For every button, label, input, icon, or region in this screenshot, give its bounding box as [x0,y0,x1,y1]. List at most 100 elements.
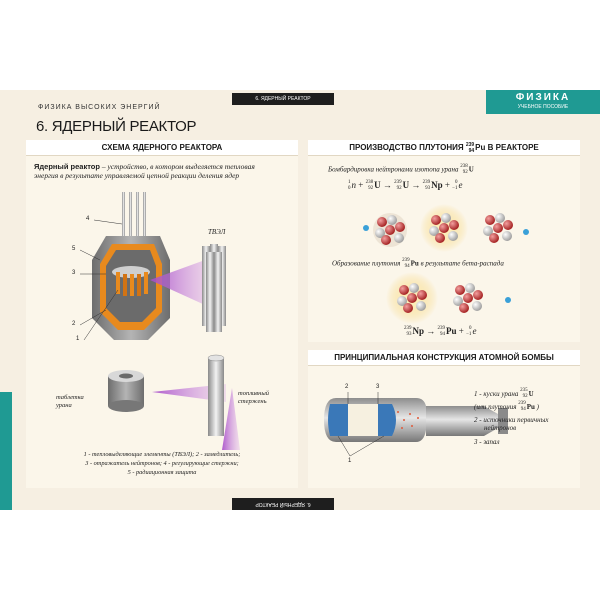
nucleus-np239-decay [397,283,427,313]
label-1: 1 [76,336,80,342]
nuclide-mass: 235 [520,388,528,394]
nuclide-symbol: Np [431,180,443,191]
zoom-beam-tvel [150,256,216,310]
reactor-heading: СХЕМА ЯДЕРНОГО РЕАКТОРА [26,140,298,156]
reactor-legend-1: 1 - тепловыделяющие элементы (ТВЭЛ); 2 -… [83,451,241,458]
bomb-heading: ПРИНЦИПИАЛЬНАЯ КОНСТРУКЦИЯ АТОМНОЙ БОМБЫ [308,350,580,366]
nuclide-z: 94 [404,264,410,269]
nuclear-reaction-illustration [363,204,529,324]
nuclide-mass: 239 [394,180,402,185]
series-title: ФИЗИКА ВЫСОКИХ ЭНЕРГИЙ [38,104,161,111]
uranium-pellet [108,370,144,412]
nuclide-symbol: U [402,180,410,191]
neutron-source-gap [348,404,378,436]
nuclide-z: −1 [466,332,472,337]
nuclide-z: 92 [396,186,402,191]
neutron-source-dots [397,411,419,429]
nuclide-z: 92 [462,170,468,175]
nuclide-z: 92 [522,394,528,400]
bomb-barrel [426,406,498,436]
nuclide-mass: 0 [455,180,458,185]
bomb-legend-1b-end: ) [536,403,539,411]
nuclide-mass: 0 [468,326,472,331]
reactor-legend-3: 5 - радиационная защита [127,469,197,476]
arrow: → [426,326,436,337]
zoom-beam-pellet [152,384,226,402]
nuclide-z: 94 [520,407,526,413]
arrow: → [382,180,392,191]
bomb-legend-3: 3 - запал [474,438,500,446]
reactor-definition: Ядерный реактор – устройство, в котором … [34,162,296,180]
label-2: 2 [72,321,76,327]
nuclide-symbol: U [528,390,534,398]
plus-sign: + [444,180,450,191]
bombard-text: Бомбардировка нейтронами изотопа урана [328,165,459,174]
reactor-definition-2: энергия в результате управляемой цепной … [34,171,240,180]
reactor-definition-1: – устройство, в котором выделяется тепло… [99,162,255,171]
nuclide-mass: 239 [465,141,475,148]
publisher-strip [0,392,12,510]
nuclide-z: 92 [368,186,374,191]
eq1-electron: 0−1 [452,180,457,192]
formation-text-1: Образование плутония [332,259,401,268]
formation-text-2: в результате бета-распада [420,259,504,268]
bomb-legend-1b-text: (или плутония [474,403,517,411]
bomb-legend-2a: 2 - источники первичных [474,416,549,424]
control-rods [122,192,146,240]
nuclide-mass: 1 [348,180,351,185]
rod-label-1: топливный [238,390,269,397]
rod-label-2: стержень [238,398,267,405]
fuel-elements [116,272,148,296]
bomb-panel: ПРИНЦИПИАЛЬНАЯ КОНСТРУКЦИЯ АТОМНОЙ БОМБЫ… [308,350,580,488]
bomb-legend-1-text: 1 - куски урана [474,390,519,398]
nucleus-pu239 [453,283,483,313]
nuclide-mass: 238 [460,164,468,169]
plus-sign: + [358,180,364,191]
nuclide-z: 93 [406,332,412,337]
nucleus-u238 [373,213,407,247]
nuclide-mass: 239 [404,326,412,331]
nuclide-z: 94 [468,147,475,154]
reactor-panel: СХЕМА ЯДЕРНОГО РЕАКТОРА Ядерный реактор … [26,140,298,488]
nuclide-mass: 239 [422,180,431,185]
nuclide-symbol: U [468,165,474,174]
bomb-num-3: 3 [376,384,380,390]
bottom-tab: 6. ЯДЕРНЫЙ РЕАКТОР [232,498,334,510]
label-4: 4 [86,216,90,222]
reactor-legend: 1 - тепловыделяющие элементы (ТВЭЛ); 2 -… [26,450,298,477]
nuclide-z: −1 [452,186,458,191]
bomb-num-1: 1 [348,458,352,464]
reactor-term: Ядерный реактор [34,162,100,171]
emitted-electron-2 [505,297,511,303]
nuclide-mass: 239 [518,401,526,407]
nuclide-mass: 239 [402,258,410,263]
nuclide-symbol: Np [412,326,425,337]
plus-sign: + [458,326,464,337]
nuclide-mass: 238 [365,180,374,185]
uranium-piece-1 [328,404,348,436]
page-title: 6. ЯДЕРНЫЙ РЕАКТОР [36,118,197,135]
nuclide-symbol: n [351,180,357,191]
pellet-label-1: таблетка [56,394,84,401]
bomb-diagram [324,392,508,457]
fuel-rod [208,358,224,436]
pellet-label-2: урана [56,402,72,409]
nuclide-symbol: Pu [475,143,486,152]
nuclide-symbol: Pu [410,259,419,268]
plutonium-heading-1: ПРОИЗВОДСТВО ПЛУТОНИЯ [349,143,464,152]
top-tab: 6. ЯДЕРНЫЙ РЕАКТОР [232,93,334,105]
nuclide-z: 0 [348,186,351,191]
